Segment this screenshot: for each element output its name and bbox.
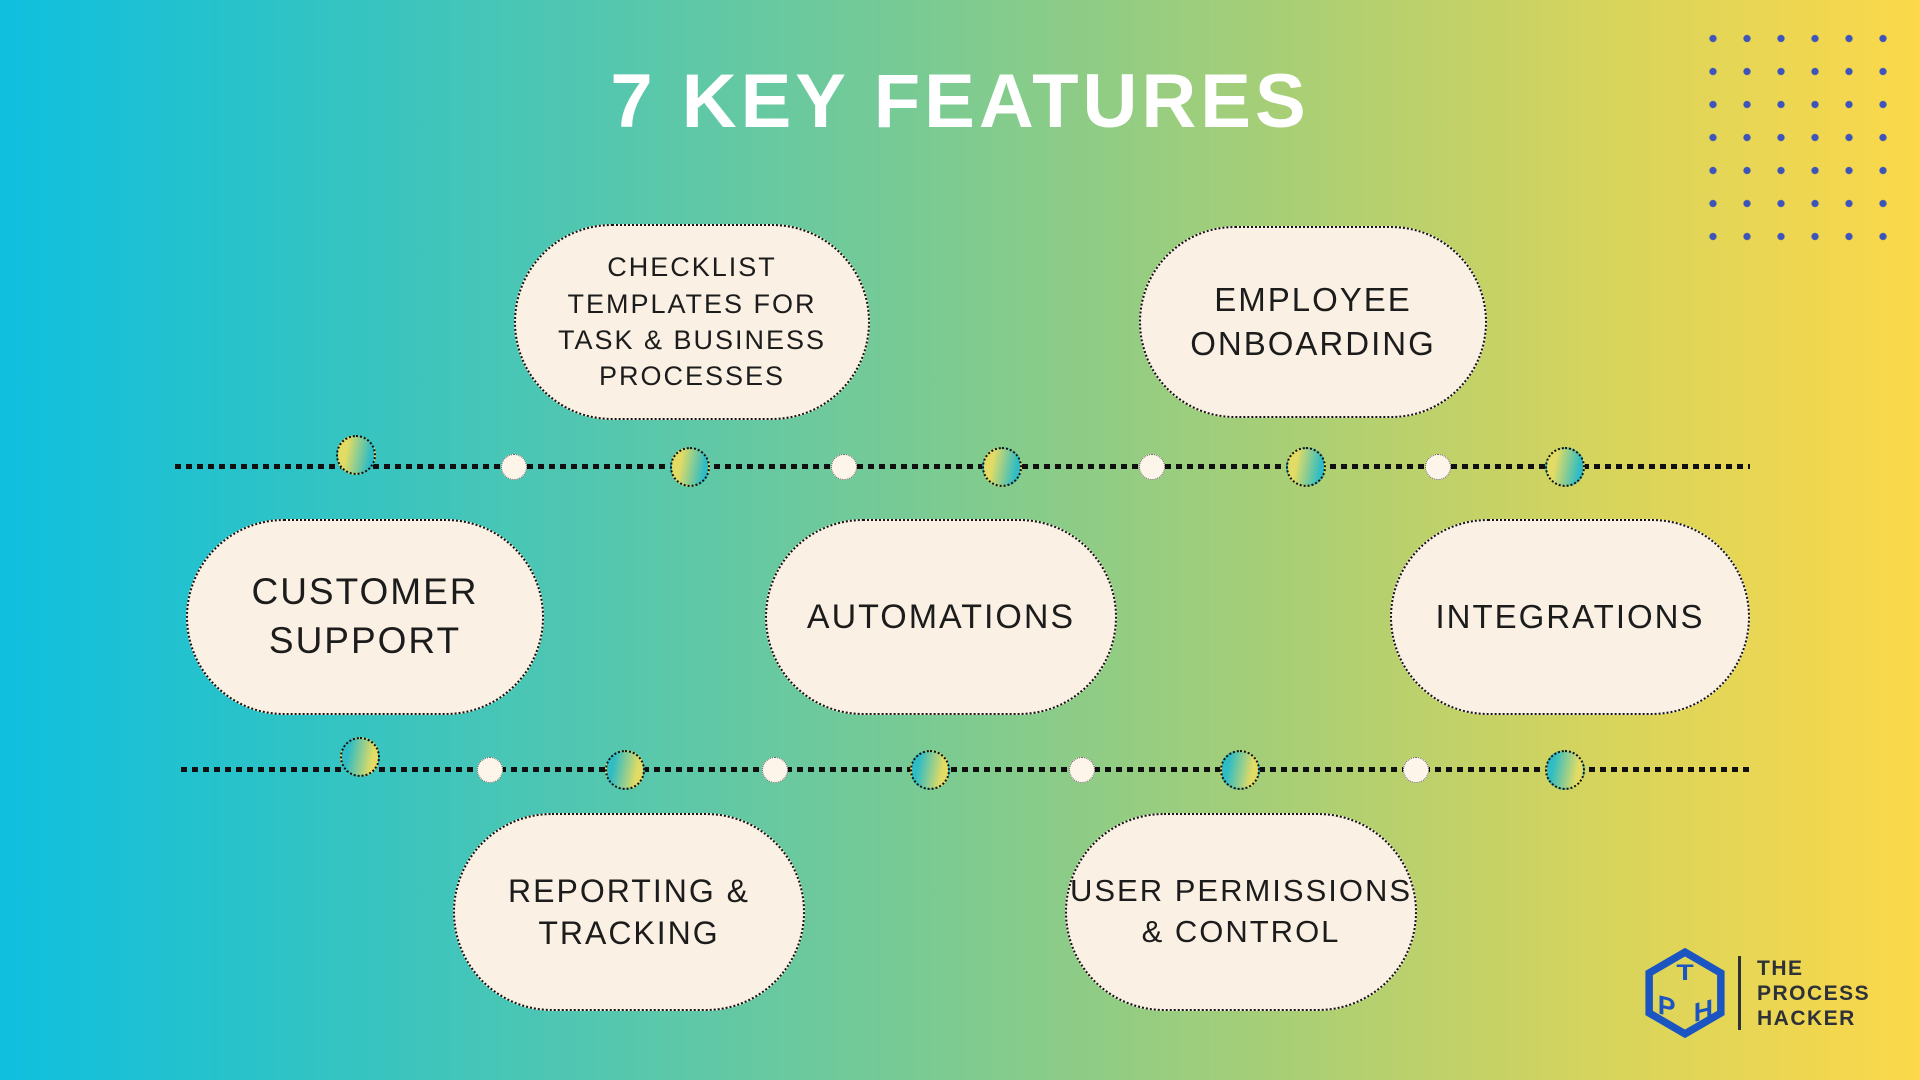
timeline-node-white <box>1069 757 1095 783</box>
brand-name: THE PROCESS HACKER <box>1757 956 1870 1031</box>
feature-bubble-automations: AUTOMATIONS <box>765 519 1117 715</box>
timeline-node-white <box>1403 757 1429 783</box>
timeline-node-gradient <box>1286 447 1326 487</box>
page-title: 7 KEY FEATURES <box>610 59 1310 144</box>
timeline-node-white <box>501 454 527 480</box>
feature-bubble-checklist-templates: CHECKLIST TEMPLATES FOR TASK & BUSINESS … <box>514 224 870 420</box>
brand-divider <box>1738 956 1741 1030</box>
feature-label: CUSTOMER SUPPORT <box>251 571 479 661</box>
timeline-node-gradient <box>982 447 1022 487</box>
timeline-node-gradient <box>910 750 950 790</box>
feature-label: AUTOMATIONS <box>806 597 1076 636</box>
feature-label: USER PERMISSIONS & CONTROL <box>1069 873 1413 949</box>
timeline-node-gradient <box>670 447 710 487</box>
dotted-timeline-lower <box>181 767 1753 772</box>
cube-letter-top: T <box>1676 961 1694 985</box>
cube-logo-icon: T P H <box>1645 948 1725 1038</box>
timeline-node-gradient <box>605 750 645 790</box>
feature-bubble-reporting-tracking: REPORTING & TRACKING <box>453 813 805 1011</box>
timeline-node-white <box>1425 454 1451 480</box>
timeline-node-white <box>831 454 857 480</box>
cube-letter-left: P <box>1658 989 1676 1024</box>
brand-logo: T P H THE PROCESS HACKER <box>1643 948 1870 1038</box>
timeline-node-white <box>477 757 503 783</box>
timeline-node-gradient <box>1545 750 1585 790</box>
timeline-node-gradient <box>1545 447 1585 487</box>
feature-bubble-customer-support: CUSTOMER SUPPORT <box>186 519 544 715</box>
feature-label: CHECKLIST TEMPLATES FOR TASK & BUSINESS … <box>557 252 827 392</box>
timeline-node-white <box>1139 454 1165 480</box>
brand-name-line3: HACKER <box>1757 1006 1856 1030</box>
feature-label: INTEGRATIONS <box>1435 598 1705 636</box>
feature-label: REPORTING & TRACKING <box>508 872 750 951</box>
timeline-node-white <box>762 757 788 783</box>
brand-name-line2: PROCESS <box>1757 981 1871 1005</box>
dot-grid-decoration <box>1692 16 1910 262</box>
dotted-timeline-upper <box>175 464 1750 469</box>
cube-letter-right: H <box>1694 993 1713 1028</box>
timeline-node-gradient <box>340 737 380 777</box>
feature-label: EMPLOYEE ONBOARDING <box>1190 281 1436 362</box>
feature-bubble-integrations: INTEGRATIONS <box>1390 519 1750 715</box>
timeline-node-gradient <box>1220 750 1260 790</box>
feature-bubble-user-permissions: USER PERMISSIONS & CONTROL <box>1065 813 1417 1011</box>
feature-bubble-employee-onboarding: EMPLOYEE ONBOARDING <box>1139 226 1487 418</box>
brand-name-line1: THE <box>1757 956 1804 980</box>
timeline-node-gradient <box>336 435 376 475</box>
